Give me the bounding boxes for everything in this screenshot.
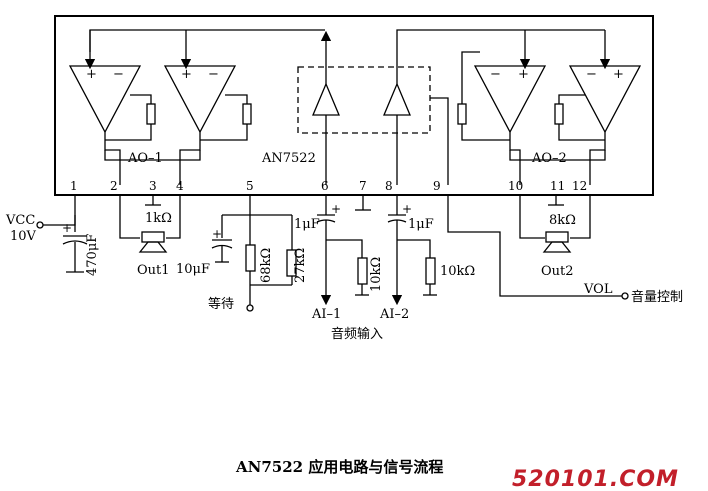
cap-1b-label: 1μF: [408, 217, 434, 232]
amp-ao1-a: [68, 65, 142, 134]
resistor-10k-b: [425, 257, 436, 285]
ao2-label: AO–2: [531, 151, 567, 166]
vcc-label: VCC: [5, 213, 35, 228]
audio-input-label: 音频输入: [331, 326, 383, 342]
volume-control-label: 音量控制: [631, 289, 683, 305]
resistor-10k-a: [357, 257, 368, 285]
input-ai2-label: AI–2: [379, 307, 409, 322]
pin-1: 1: [70, 179, 78, 193]
cap-polarity-labels: + + + +: [62, 202, 412, 241]
amp-ao2-a: [473, 65, 547, 134]
pin-12: 12: [572, 179, 587, 193]
ao1-label: AO–1: [127, 151, 163, 166]
pin-2: 2: [110, 179, 118, 193]
res-68k-label: 68kΩ: [259, 248, 274, 283]
svg-text:−: −: [490, 67, 501, 82]
pin-10: 10: [508, 179, 523, 193]
feedback-resistor-4: [554, 103, 564, 125]
svg-text:−: −: [113, 67, 124, 82]
pin-8: 8: [385, 179, 393, 193]
pin-11: 11: [550, 179, 565, 193]
buffer-amp-right: [383, 82, 411, 116]
speaker-out1-body: [141, 231, 165, 243]
svg-text:+: +: [613, 67, 624, 82]
res-10k-b-label: 10kΩ: [440, 264, 475, 279]
res-1k-label: 1kΩ: [145, 211, 172, 226]
svg-text:+: +: [212, 227, 222, 241]
vol-label: VOL: [583, 282, 613, 297]
svg-text:−: −: [208, 67, 219, 82]
standby-label: 等待: [208, 296, 234, 312]
svg-text:+: +: [62, 221, 72, 235]
ic-name: AN7522: [261, 151, 316, 166]
speaker-out2-body: [545, 231, 569, 243]
pin-4: 4: [176, 179, 184, 193]
speaker-out1-label: Out1: [137, 263, 170, 278]
pin-numbers: 1 2 3 4 5 6 7 8 9 10 11 12: [70, 179, 587, 193]
feedback-resistor-2: [242, 103, 252, 125]
feedback-resistor-3: [457, 103, 467, 125]
figure-caption: AN7522 应用电路与信号流程: [235, 458, 443, 476]
input-ai1-label: AI–1: [311, 307, 341, 322]
speaker-out2-label: Out2: [541, 264, 574, 279]
pin-6: 6: [321, 179, 329, 193]
amp-ao1-b: [163, 65, 237, 134]
dashed-buffer-box: [297, 66, 431, 134]
svg-text:+: +: [181, 67, 192, 82]
amp-polarity-labels: + − + − − + − +: [86, 67, 624, 82]
svg-text:+: +: [86, 67, 97, 82]
svg-text:−: −: [586, 67, 597, 82]
pin-3: 3: [149, 179, 157, 193]
watermark-logo: 520101.COM: [512, 467, 679, 491]
pin-7: 7: [359, 179, 367, 193]
svg-text:+: +: [331, 202, 341, 216]
ic-package: [54, 15, 654, 196]
amp-ao2-b: [568, 65, 642, 134]
feedback-resistor-1: [146, 103, 156, 125]
svg-text:+: +: [518, 67, 529, 82]
res-8k-label: 8kΩ: [549, 213, 576, 228]
buffer-amp-left: [312, 82, 340, 116]
cap-1a-label: 1μF: [294, 217, 320, 232]
pin-5: 5: [246, 179, 254, 193]
cap-10-label: 10μF: [176, 262, 210, 277]
cap-470-label: 470μF: [85, 234, 100, 276]
vcc-voltage: 10V: [10, 229, 37, 244]
res-27k-label: 27kΩ: [293, 248, 308, 283]
pin-9: 9: [433, 179, 441, 193]
res-10k-a-label: 10kΩ: [369, 257, 384, 292]
resistor-68k: [245, 244, 256, 272]
svg-text:+: +: [402, 202, 412, 216]
